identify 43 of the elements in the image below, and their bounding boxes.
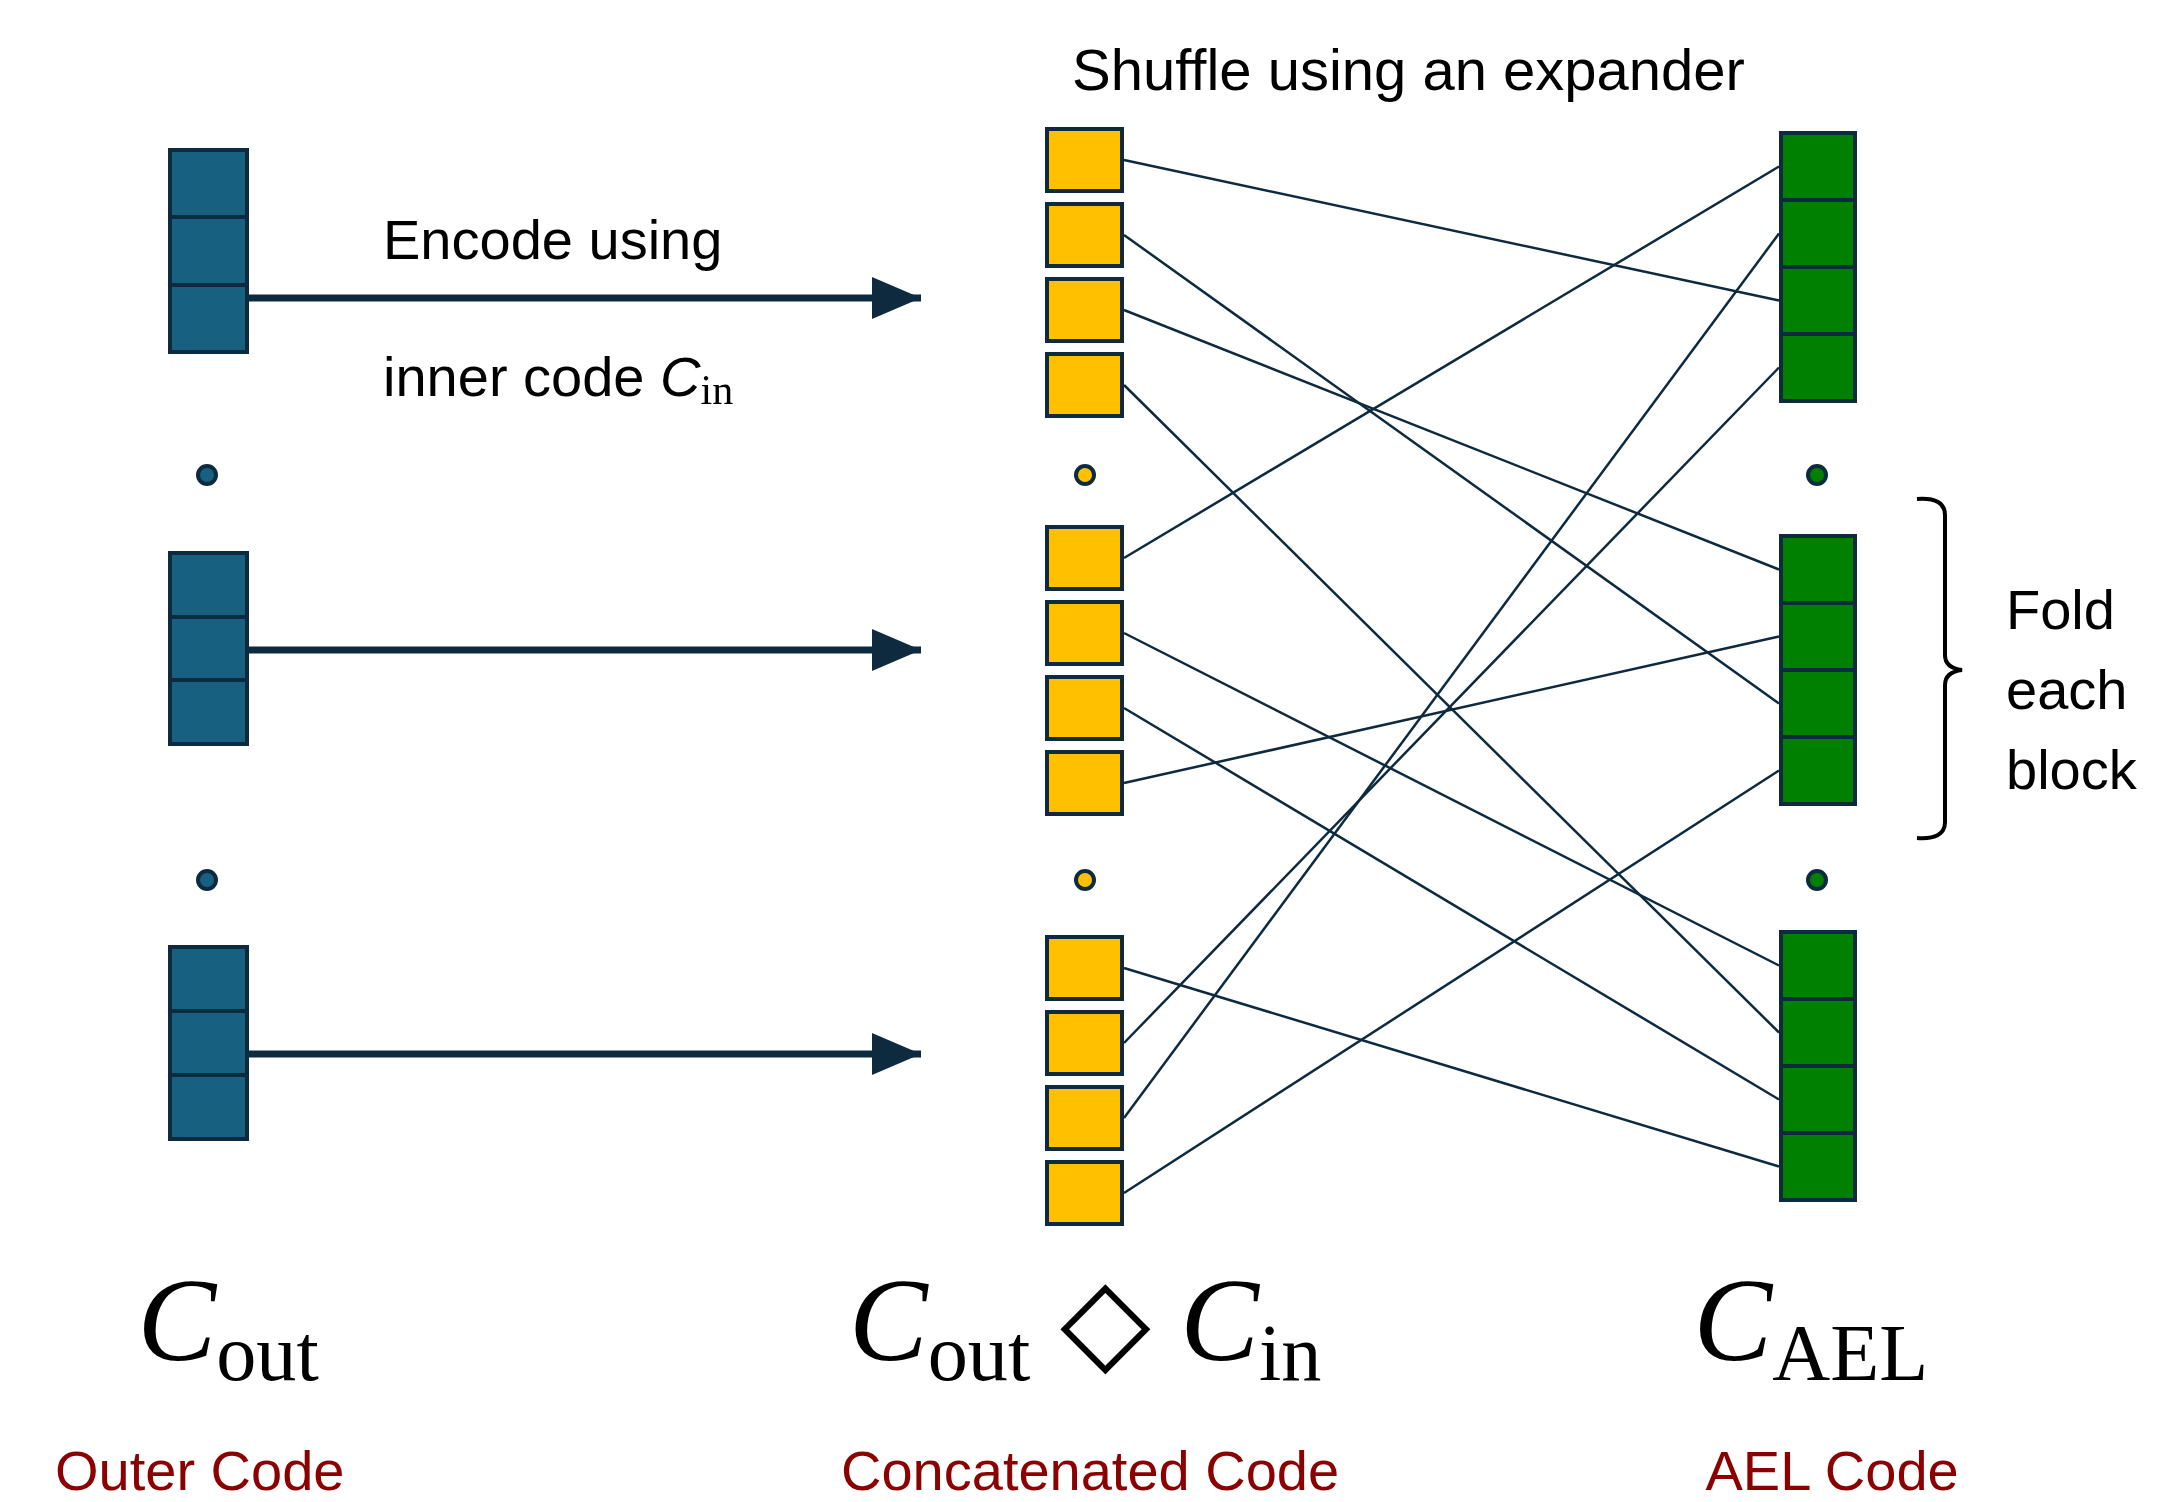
code-symbol-square <box>172 1013 245 1073</box>
code-symbol-square <box>1045 935 1124 1001</box>
math-symbol: C$_{out}$ ◇ C$_{in}$ <box>849 1262 1322 1394</box>
code-symbol-square <box>1045 1085 1124 1151</box>
code-symbol-square <box>1045 277 1124 343</box>
code-symbol-square <box>1045 127 1124 193</box>
connector-line <box>1123 232 1780 1119</box>
edge-label: Encode using inner code C$_{in}$ <box>383 207 735 416</box>
caption-text: Outer Code <box>55 1438 345 1502</box>
code-symbol-square <box>172 219 245 283</box>
heading-text: Shuffle using an expander <box>1072 36 1745 103</box>
caption-text: Concatenated Code <box>841 1438 1340 1502</box>
code-symbol-square <box>172 618 245 679</box>
code-symbol-square <box>172 152 245 216</box>
connector-line <box>1123 158 1780 302</box>
code-symbol-square <box>1045 600 1124 666</box>
code-symbol-square <box>1045 750 1124 816</box>
code-symbol-square <box>172 1077 245 1137</box>
code-symbol-square <box>172 682 245 742</box>
connector-line <box>1123 165 1780 560</box>
code-symbol-square <box>172 949 245 1009</box>
connector-line <box>1123 635 1780 785</box>
math-symbol: C$_{out}$ <box>137 1262 319 1394</box>
code-symbol-square <box>172 555 245 615</box>
connector-line <box>1123 769 1780 1195</box>
connector-line <box>1123 234 1780 705</box>
connector-line <box>1123 966 1780 1168</box>
code-block-column <box>168 945 249 1141</box>
connector-line <box>1123 308 1780 571</box>
caption-text: AEL Code <box>1705 1438 1959 1502</box>
code-symbol-square <box>1045 1010 1124 1076</box>
code-symbol-square <box>1045 352 1124 418</box>
code-symbol-square <box>1045 202 1124 268</box>
annotation-text: Fold each block <box>2006 577 2138 803</box>
code-symbol-square <box>1045 525 1124 591</box>
connector-line <box>1123 631 1780 967</box>
math-symbol: C$_{AEL}$ <box>1693 1262 1929 1394</box>
code-symbol-square <box>1045 1160 1124 1226</box>
code-block-column <box>168 148 249 354</box>
code-block-column <box>168 551 249 746</box>
code-symbol-square <box>172 286 245 350</box>
code-symbol-square <box>1045 675 1124 741</box>
connector-line <box>1123 706 1780 1101</box>
